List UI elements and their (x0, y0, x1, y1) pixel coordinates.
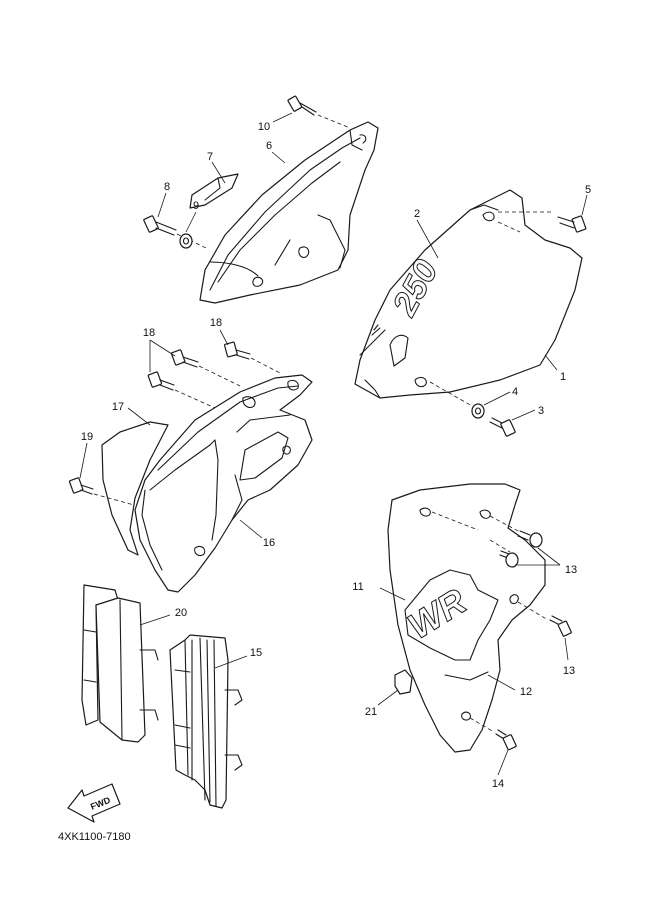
bolt-part-13-a (517, 530, 543, 548)
callout-1: 1 (560, 371, 566, 383)
callout-18-right: 18 (210, 317, 222, 329)
bolt-part-13-c (517, 601, 572, 637)
shroud-part-11: WR (387, 483, 546, 753)
damper-part-7 (189, 173, 239, 209)
callouts: 10 6 7 8 9 2 5 1 4 3 18 18 17 19 16 11 1… (81, 121, 591, 790)
callout-21: 21 (365, 706, 377, 718)
part-code: 4XK1100-7180 (58, 831, 131, 843)
number-plate-part-1: 250 (354, 189, 583, 399)
radiator-scoop-part-16 (134, 374, 313, 593)
callout-12: 12 (520, 686, 532, 698)
clip-part-21 (394, 669, 413, 695)
callout-18-left: 18 (143, 327, 155, 339)
callout-2: 2 (414, 208, 420, 220)
callout-17: 17 (112, 401, 124, 413)
callout-15: 15 (250, 647, 262, 659)
callout-11: 11 (352, 581, 363, 593)
bolt-part-18-lower (147, 371, 216, 409)
bolt-part-14 (469, 717, 517, 751)
callout-20: 20 (175, 607, 187, 619)
callout-8: 8 (164, 181, 170, 193)
radiator-guard-part-15 (169, 634, 243, 809)
callout-3: 3 (538, 405, 544, 417)
bolt-part-10 (287, 95, 351, 129)
callout-19: 19 (81, 431, 93, 443)
bolt-part-18-right (223, 341, 283, 375)
callout-6: 6 (266, 140, 272, 152)
leader-lines (79, 112, 588, 776)
callout-5: 5 (585, 184, 591, 196)
collar-part-4 (471, 403, 485, 419)
callout-9: 9 (193, 200, 199, 212)
callout-14: 14 (492, 778, 504, 790)
callout-16: 16 (263, 537, 275, 549)
bolt-part-3 (429, 381, 516, 437)
callout-4: 4 (512, 386, 518, 398)
bolt-part-5 (557, 215, 587, 233)
callout-10: 10 (258, 121, 270, 133)
bolt-part-13-b (499, 550, 519, 568)
bolt-part-18-upper (170, 349, 241, 387)
radiator-guard-part-20 (81, 584, 159, 743)
foam-pad-part-17 (101, 421, 169, 556)
collar-part-9 (179, 233, 193, 249)
callout-13-lower: 13 (563, 665, 575, 677)
callout-13-upper: 13 (565, 564, 577, 576)
bolt-part-8 (143, 215, 207, 249)
callout-7: 7 (207, 151, 213, 163)
bolt-part-19 (68, 477, 135, 506)
fwd-arrow-icon: FWD (67, 783, 121, 823)
side-cover-part-6 (199, 121, 379, 304)
